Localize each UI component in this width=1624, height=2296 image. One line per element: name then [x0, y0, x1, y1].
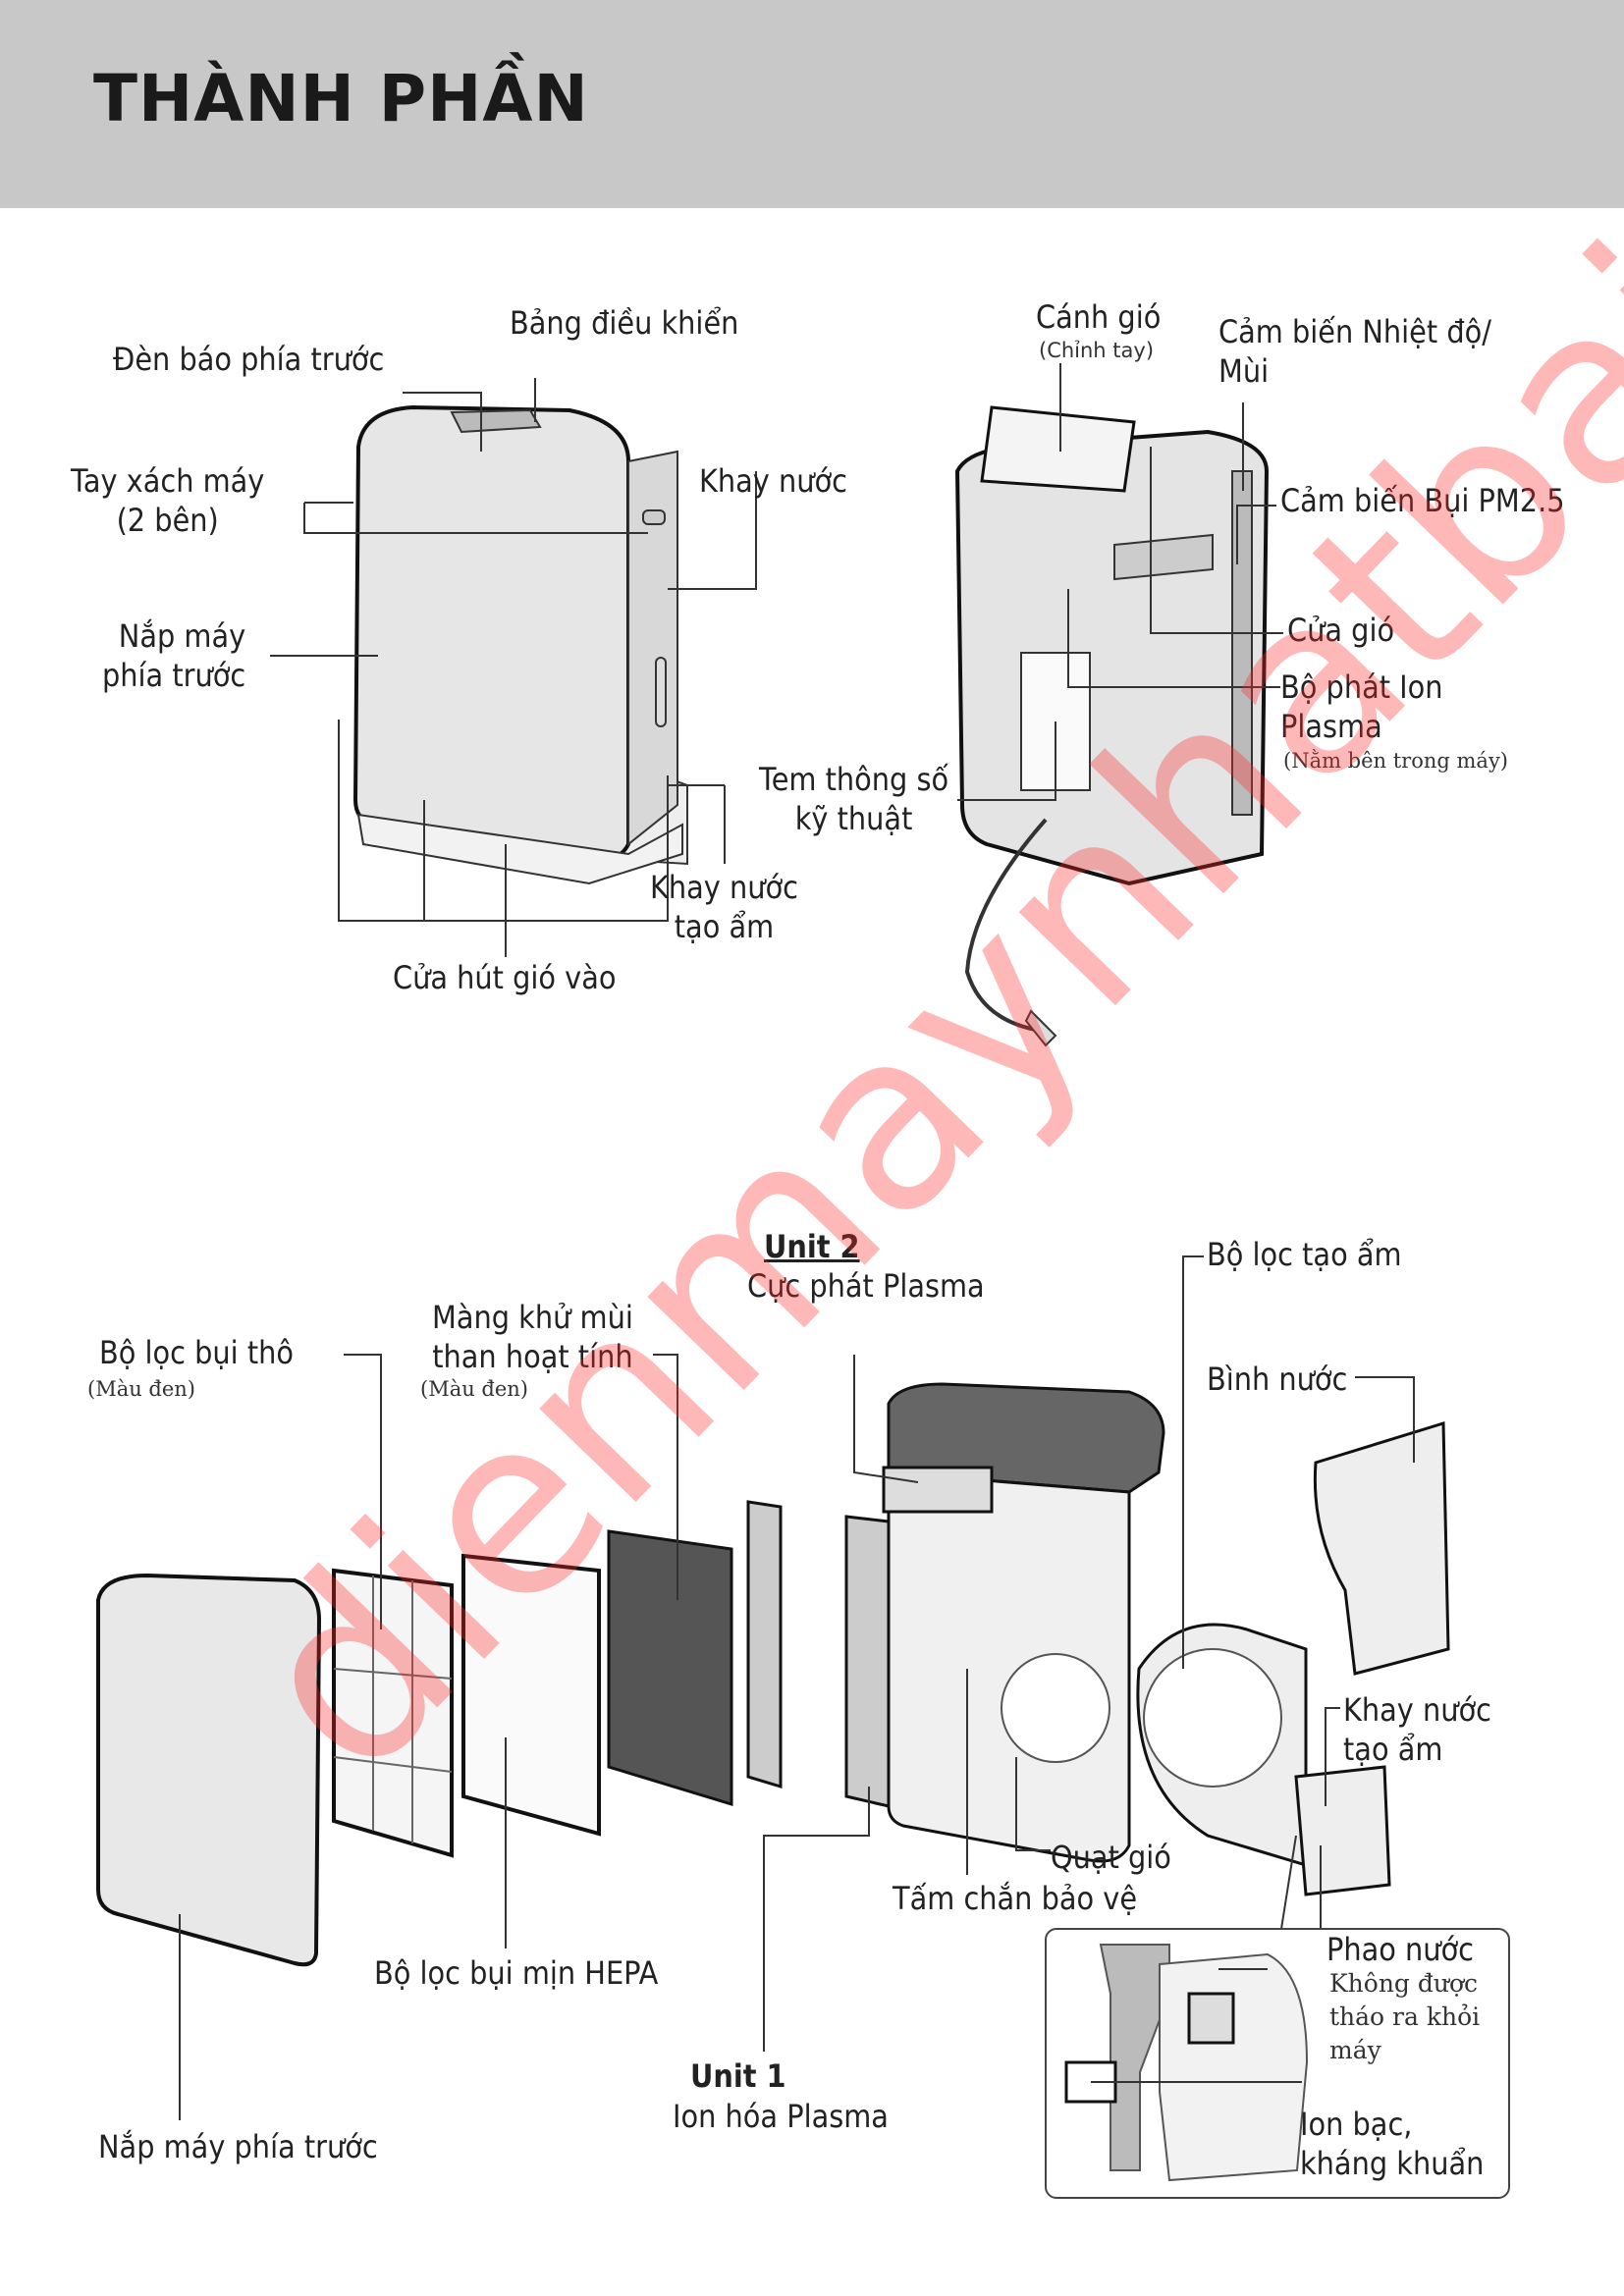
label-ion-note: (Nằm bên trong máy) — [1283, 749, 1509, 773]
label-dust-sensor: Cảm biến Bụi PM2.5 — [1280, 482, 1565, 519]
label-line2: tạo ẩm — [1343, 1731, 1443, 1768]
label-humidify-tray: Khay nước tạo ẩm — [1343, 1690, 1491, 1769]
label-louver-note: (Chỉnh tay) — [1039, 339, 1155, 362]
label-line2: than hoạt tính — [432, 1338, 633, 1375]
label-hepa: Bộ lọc bụi mịn HEPA — [374, 1954, 659, 1992]
label-float: Phao nước — [1326, 1931, 1475, 1968]
label-line1: Khay nước — [650, 869, 798, 906]
label-handle: Tay xách máy (2 bên) — [71, 461, 264, 540]
note-line2: tháo ra khỏi — [1329, 2002, 1481, 2031]
label-deodorizing-filter: Màng khử mùi than hoạt tính — [432, 1298, 633, 1376]
label-air-outlet: Cửa gió — [1287, 612, 1395, 649]
label-humidify-filter: Bộ lọc tạo ẩm — [1207, 1236, 1402, 1273]
label-line1: Ion bạc, — [1300, 2106, 1413, 2143]
label-ion-generator: Bộ phát Ion Plasma — [1280, 667, 1443, 746]
label-humidify-tray-front: Khay nước tạo ẩm — [650, 868, 798, 946]
header-band — [0, 0, 1624, 208]
label-unit1-desc: Ion hóa Plasma — [673, 2098, 889, 2135]
note-line1: Không được — [1329, 1969, 1479, 1998]
label-pre-filter-note: (Màu đen) — [87, 1377, 196, 1401]
label-line1: Khay nước — [1343, 1691, 1491, 1729]
note-line3: máy — [1329, 2036, 1381, 2064]
label-spec-label: Tem thông số kỹ thuật — [759, 760, 948, 838]
label-pre-filter: Bộ lọc bụi thô — [99, 1334, 294, 1371]
label-line1: Cảm biến Nhiệt độ/ — [1218, 313, 1491, 350]
label-unit2-title: Unit 2 — [764, 1228, 860, 1265]
label-line1: Tem thông số — [759, 761, 949, 798]
label-control-panel: Bảng điều khiển — [510, 304, 739, 342]
label-water-tray: Khay nước — [699, 462, 847, 500]
label-line1: Bộ phát Ion — [1280, 668, 1443, 706]
label-front-cover-line2: phía trước — [102, 657, 246, 694]
label-handle-line2: (2 bên) — [116, 502, 219, 539]
label-guard: Tấm chắn bảo vệ — [893, 1880, 1138, 1917]
label-float-note: Không được tháo ra khỏi máy — [1329, 1967, 1480, 2067]
label-deodorizing-note: (Màu đen) — [420, 1377, 529, 1401]
label-line2: kỹ thuật — [794, 800, 913, 837]
label-unit1-title: Unit 1 — [690, 2057, 786, 2095]
front-view-drawing — [352, 404, 688, 885]
label-line2: Plasma — [1280, 708, 1382, 745]
label-front-cover-exploded: Nắp máy phía trước — [98, 2128, 378, 2165]
front-leader-lines — [270, 378, 757, 957]
inset-humidify-tray-detail: Phao nước Không được tháo ra khỏi máy Io… — [1045, 1928, 1510, 2199]
label-fan: Quạt gió — [1051, 1839, 1171, 1876]
label-front-indicator: Đèn báo phía trước — [113, 341, 385, 378]
inset-drawing — [1064, 1944, 1309, 2182]
label-air-inlet: Cửa hút gió vào — [393, 959, 617, 996]
label-temp-sensor: Cảm biến Nhiệt độ/ Mùi — [1218, 312, 1491, 391]
rear-leader-lines — [957, 363, 1283, 801]
label-handle-line1: Tay xách máy — [71, 462, 265, 500]
label-line2: Mùi — [1218, 352, 1270, 390]
label-silver-ion: Ion bạc, kháng khuẩn — [1300, 2105, 1484, 2183]
page-title: THÀNH PHẦN — [93, 61, 589, 136]
label-front-cover-line1: Nắp máy — [118, 617, 246, 655]
label-water-tank: Bình nước — [1207, 1361, 1348, 1398]
label-line2: kháng khuẩn — [1300, 2145, 1485, 2182]
label-unit2-desc: Cực phát Plasma — [747, 1267, 985, 1305]
label-line2: tạo ẩm — [674, 908, 775, 945]
exploded-leader-lines — [179, 1255, 1415, 2120]
label-line1: Màng khử mùi — [432, 1299, 633, 1336]
label-louver: Cánh gió — [1036, 298, 1162, 336]
exploded-view-drawing — [96, 1382, 1450, 1967]
rear-view-drawing — [954, 405, 1270, 1047]
label-front-cover: Nắp máy phía trước — [102, 616, 245, 695]
